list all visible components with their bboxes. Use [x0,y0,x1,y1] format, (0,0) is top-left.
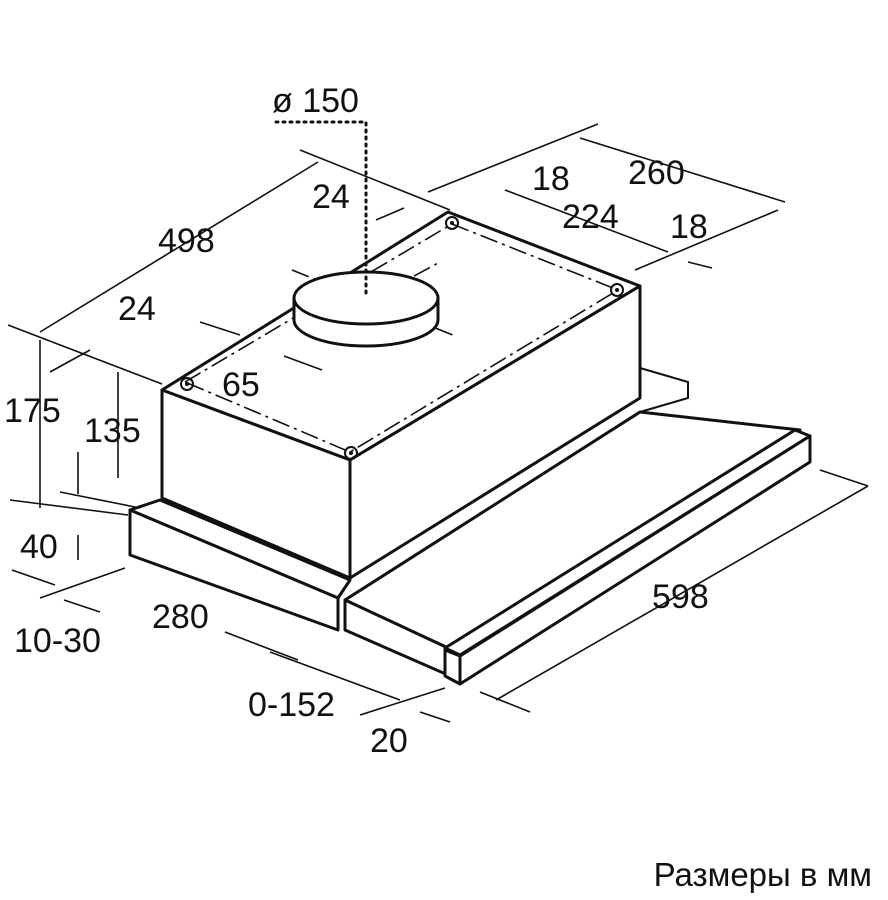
label-18-top: 18 [532,160,570,198]
dim-498 [7,149,451,385]
dim-24-left [49,321,241,373]
dim-bottom-left [11,567,299,661]
label-10-30: 10-30 [14,622,101,660]
dim-heights [9,340,141,560]
base-plate-front [128,508,340,632]
duct-collar [292,270,440,348]
label-diameter: ø 150 [272,82,359,120]
label-0-152: 0-152 [248,686,335,724]
label-598: 598 [652,578,709,616]
rear-plate-edge [639,367,689,413]
body-right-face [348,284,642,580]
dim-24-top [375,207,405,221]
units-caption: Размеры в мм [653,856,872,893]
label-260: 260 [628,154,685,192]
dim-bottom-center [269,651,451,723]
mounting-holes [180,216,624,460]
dim-top-right [427,123,786,271]
label-280: 280 [152,598,209,636]
slider-lip-front [443,648,462,686]
slider-lip-side [458,434,812,686]
label-65: 65 [222,366,260,404]
diameter-leader [274,120,368,300]
label-40: 40 [20,528,58,566]
dim-65 [283,355,323,371]
label-135: 135 [84,412,141,450]
label-20: 20 [370,722,408,760]
dim-598 [479,469,869,713]
label-498: 498 [158,222,215,260]
label-224: 224 [562,198,619,236]
label-24-left: 24 [118,290,156,328]
label-24-top: 24 [312,178,350,216]
label-175: 175 [4,392,61,430]
label-18-side: 18 [670,208,708,246]
